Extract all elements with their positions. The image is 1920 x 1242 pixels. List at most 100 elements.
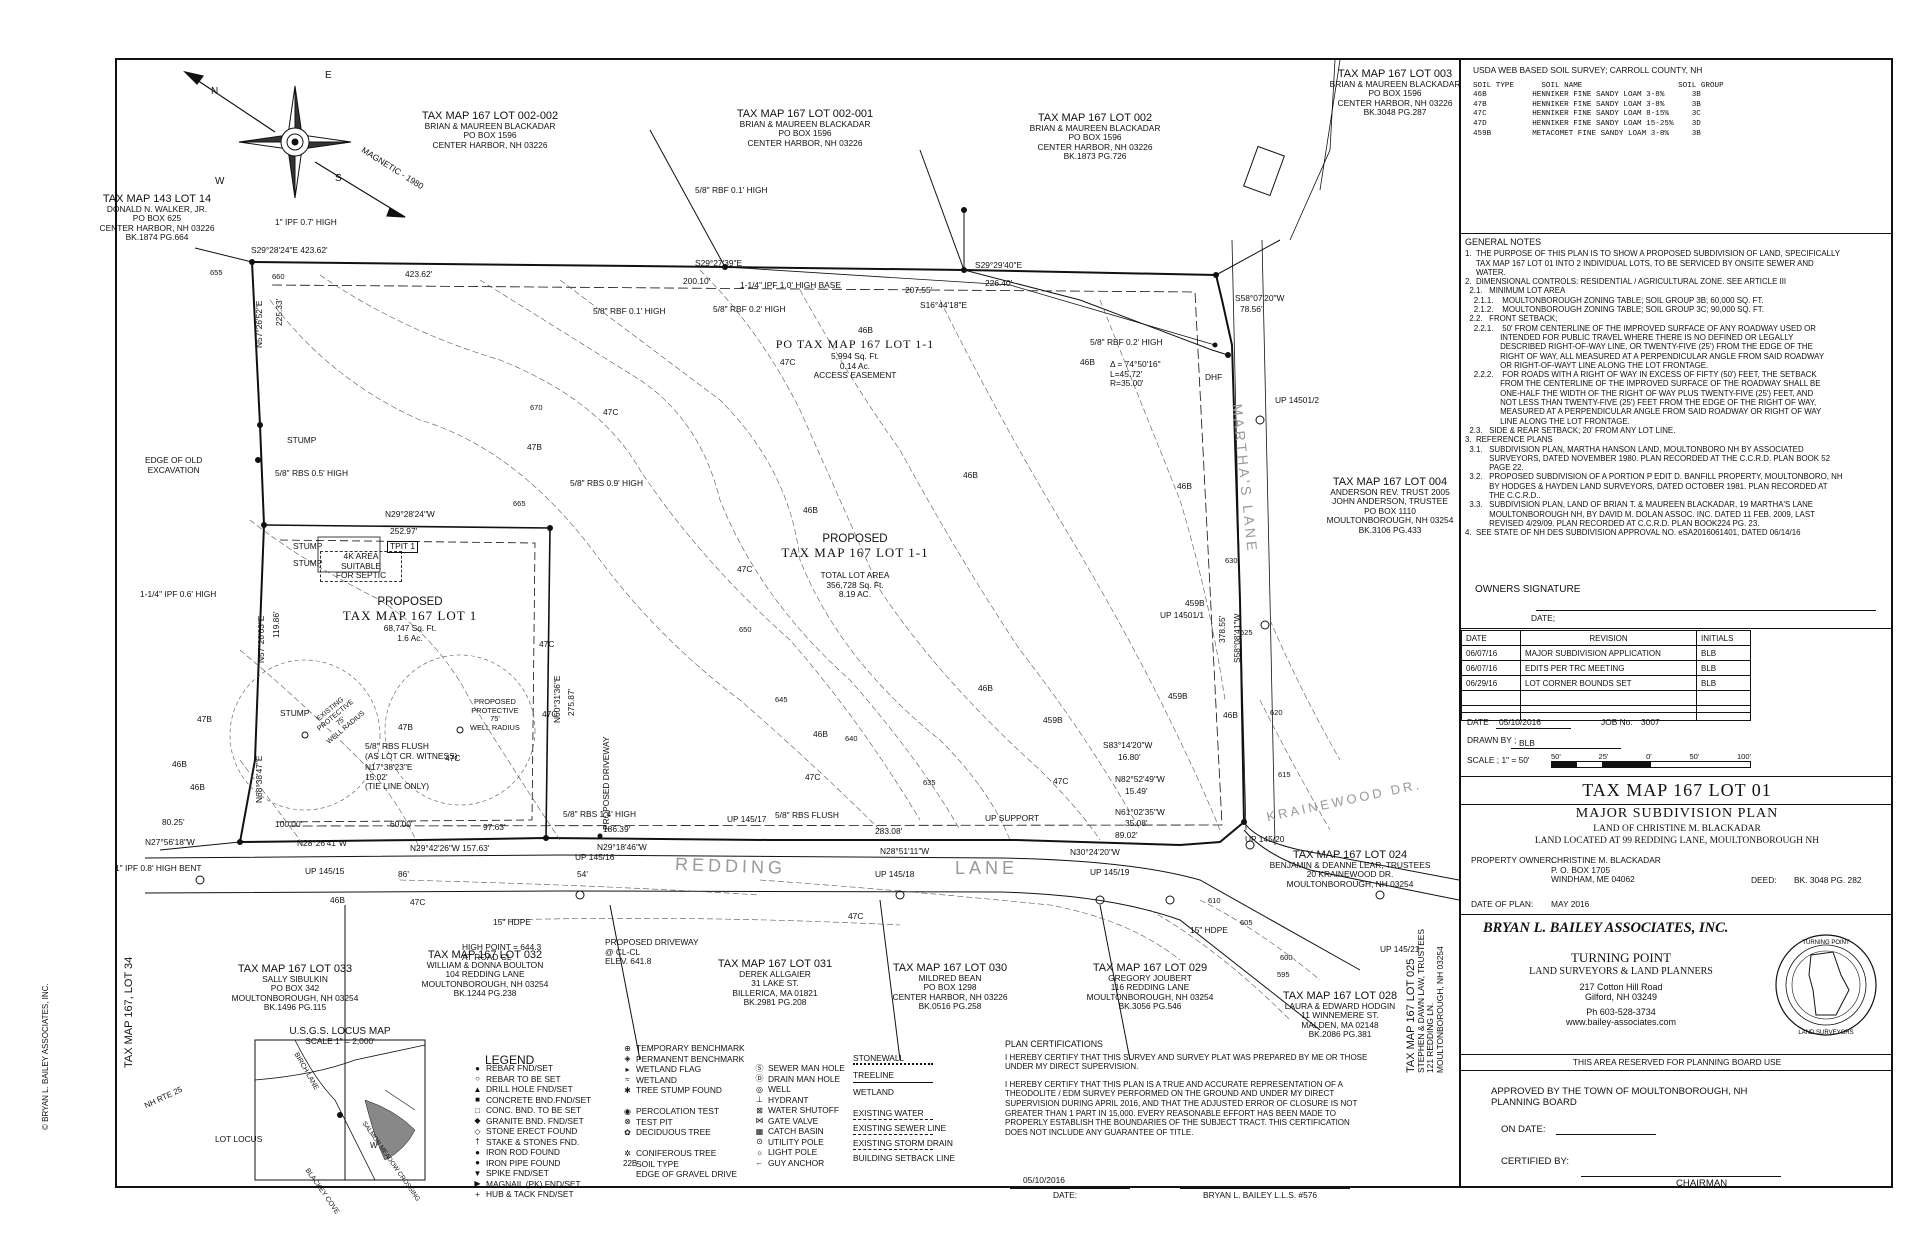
compass-rose: [183, 70, 406, 218]
bearing-label: 378.55': [1217, 615, 1227, 643]
bearing-label: N30°24'20"W: [1070, 847, 1120, 857]
general-note-line: REVISED 4/29/09. PLAN RECORDED AT C.C.R.…: [1465, 518, 1760, 528]
general-note-line: 2. DIMENSIONAL CONTROLS: RESIDENTIAL / A…: [1465, 277, 1787, 287]
company-block: TURNING POINT LAND SURVEYORS & LAND PLAN…: [1529, 950, 1713, 1027]
pole-note: UP 145/20: [1245, 834, 1285, 844]
general-note-line: PAGE 22.: [1465, 463, 1524, 473]
planning-reserved: THIS AREA RESERVED FOR PLANNING BOARD US…: [1572, 1057, 1782, 1067]
general-note-line: DESCRIBED RIGHT-OF-WAY LINE, OR TWENTY-F…: [1465, 342, 1813, 352]
bearing-label: 97.63': [483, 822, 506, 832]
drawn-by-value: BLB: [1519, 738, 1535, 748]
owners-signature-date: DATE;: [1531, 613, 1556, 623]
abutter-34: TAX MAP 167, LOT 34: [123, 956, 135, 1068]
general-note-line: INTENDED FOR PUBLIC TRAVEL WHERE THERE I…: [1465, 332, 1794, 342]
owners-signature-label: OWNERS SIGNATURE: [1475, 584, 1581, 595]
bearing-label: 186.39': [603, 824, 631, 834]
proposed-driveway-elev: PROPOSED DRIVEWAY @ CL-CL ELEV. 641.8: [605, 937, 699, 967]
pole-note: UP 145/21: [1380, 944, 1420, 954]
title-plan: MAJOR SUBDIVISION PLAN: [1575, 806, 1779, 821]
bearing-label: 16.80': [1118, 752, 1141, 762]
monument-note: 5/8" RBS 1.4' HIGH: [563, 809, 636, 819]
locus-rte-label: NH RTE 25: [143, 1084, 184, 1111]
soil-label: 46B: [330, 895, 345, 905]
general-note-line: 2.3. SIDE & REAR SETBACK; 20' FROM ANY L…: [1465, 425, 1676, 435]
bearing-label: 283.08': [875, 826, 903, 836]
soil-label: 459B: [1168, 691, 1188, 701]
monument-note: 5/8" RBF 0.2' HIGH: [713, 304, 786, 314]
monument-note: 5/8" RBS 0.5' HIGH: [275, 468, 348, 478]
bearing-label: 252.97': [390, 526, 418, 536]
contour-label: 615: [1278, 770, 1291, 779]
bearing-label: N29°28'24"W: [385, 509, 435, 519]
up-support-note: UP SUPPORT: [985, 813, 1040, 823]
dhf-note: DHF: [1205, 372, 1223, 382]
planning-date-line[interactable]: [1556, 1134, 1656, 1135]
general-note-line: 4. SEE STATE OF NH DES SUBDIVISION APPRO…: [1465, 528, 1801, 538]
plan-date-value-2: MAY 2016: [1551, 899, 1590, 909]
company-seal-icon: TURNING POINT LAND SURVEYORS: [1775, 934, 1877, 1036]
po-lot-label: PO TAX MAP 167 LOT 1-1 5,994 Sq. Ft.0.14…: [775, 337, 935, 381]
bearing-label: 225.33': [274, 298, 284, 326]
general-note-line: ONE-HALF THE WIDTH OF THE RIGHT OF WAY P…: [1465, 388, 1814, 398]
general-note-line: 2.1.2. MOULTONBOROUGH ZONING TABLE; SOIL…: [1465, 305, 1764, 315]
soil-label: 47C: [1053, 776, 1069, 786]
contour-label: 630: [1225, 556, 1238, 565]
soil-label: 46B: [978, 683, 993, 693]
monument-note: 5/8" RBF 0.1' HIGH: [593, 306, 666, 316]
planning-sign-line[interactable]: [1581, 1176, 1781, 1177]
road-redding: REDDING: [674, 854, 787, 878]
bearing-label: N29°18'46"W: [597, 842, 647, 852]
culvert-note: 15" HDPE: [1190, 925, 1228, 935]
bearing-label: 207.55': [905, 285, 933, 295]
compass-e: E: [325, 70, 332, 81]
title-located: LAND LOCATED AT 99 REDDING LANE, MOULTON…: [1534, 836, 1820, 846]
seal-text: TURNING POINT: [1802, 940, 1850, 946]
pole-note: UP 145/19: [1090, 867, 1130, 877]
contour-label: 625: [1240, 628, 1253, 637]
bearing-label: 423.62': [405, 269, 433, 279]
legend-col2: ⊕TEMPORARY BENCHMARK ◈PERMANENT BENCHMAR…: [623, 1043, 745, 1180]
road-lane: LANE: [955, 858, 1019, 878]
bearing-label: N57°26'03"E: [256, 615, 266, 663]
road-martha: MARTHA'S LANE: [1229, 403, 1261, 555]
general-note-line: FROM THE CENTERLINE OF THE IMPROVED SURF…: [1465, 379, 1821, 389]
contour-label: 595: [1277, 970, 1290, 979]
monument-note: 1-1/4" IPF 1.0' HIGH BASE: [740, 280, 841, 290]
stump-note: STUMP: [293, 541, 323, 551]
general-note-line: OR RIGHT-OF-WAYT LINE ALONG THE LOT FRON…: [1465, 360, 1709, 370]
bearing-label: 15.49': [1125, 786, 1148, 796]
monument-note: 5/8" RBS 0.9' HIGH: [570, 478, 643, 488]
general-note-line: 3.3. SUBDIVISION PLAN, LAND OF BRIAN T. …: [1465, 500, 1814, 510]
high-point-note: HIGH POINT = 644.3 AT ROAD CL: [462, 942, 542, 962]
cert-sign-line: [1180, 1188, 1350, 1189]
cert-date-line: [1010, 1188, 1130, 1189]
lot1-1-label: PROPOSED TAX MAP 167 LOT 1-1 TOTAL LOT A…: [781, 533, 929, 600]
company-name: BRYAN L. BAILEY ASSOCIATES, INC.: [1483, 920, 1729, 936]
soil-label: 47C: [780, 357, 796, 367]
soil-label: 47C: [805, 772, 821, 782]
planning-chairman: CHAIRMAN: [1676, 1178, 1728, 1189]
bearing-label: 35.08': [1125, 818, 1148, 828]
soil-label: 47B: [527, 442, 542, 452]
soil-label: 46B: [172, 759, 187, 769]
planning-certified: CERTIFIED BY:: [1501, 1156, 1570, 1167]
stump-note: STUMP: [280, 708, 310, 718]
bearing-label: N57°26'52"E: [254, 300, 264, 348]
plan-certifications: PLAN CERTIFICATIONS I HEREBY CERTIFY THA…: [1005, 1039, 1368, 1137]
bearing-label: S29°27'39"E: [695, 258, 743, 268]
bearing-label: S29°29'40"E: [975, 260, 1023, 270]
general-notes: GENERAL NOTES 1. THE PURPOSE OF THIS PLA…: [1465, 237, 1889, 538]
legend-col4: STONEWALL TREELINE WETLAND EXISTING WATE…: [853, 1053, 955, 1163]
soil-label: 46B: [803, 505, 818, 515]
boundary-line: [238, 261, 1246, 847]
stump-note: STUMP: [293, 558, 323, 568]
